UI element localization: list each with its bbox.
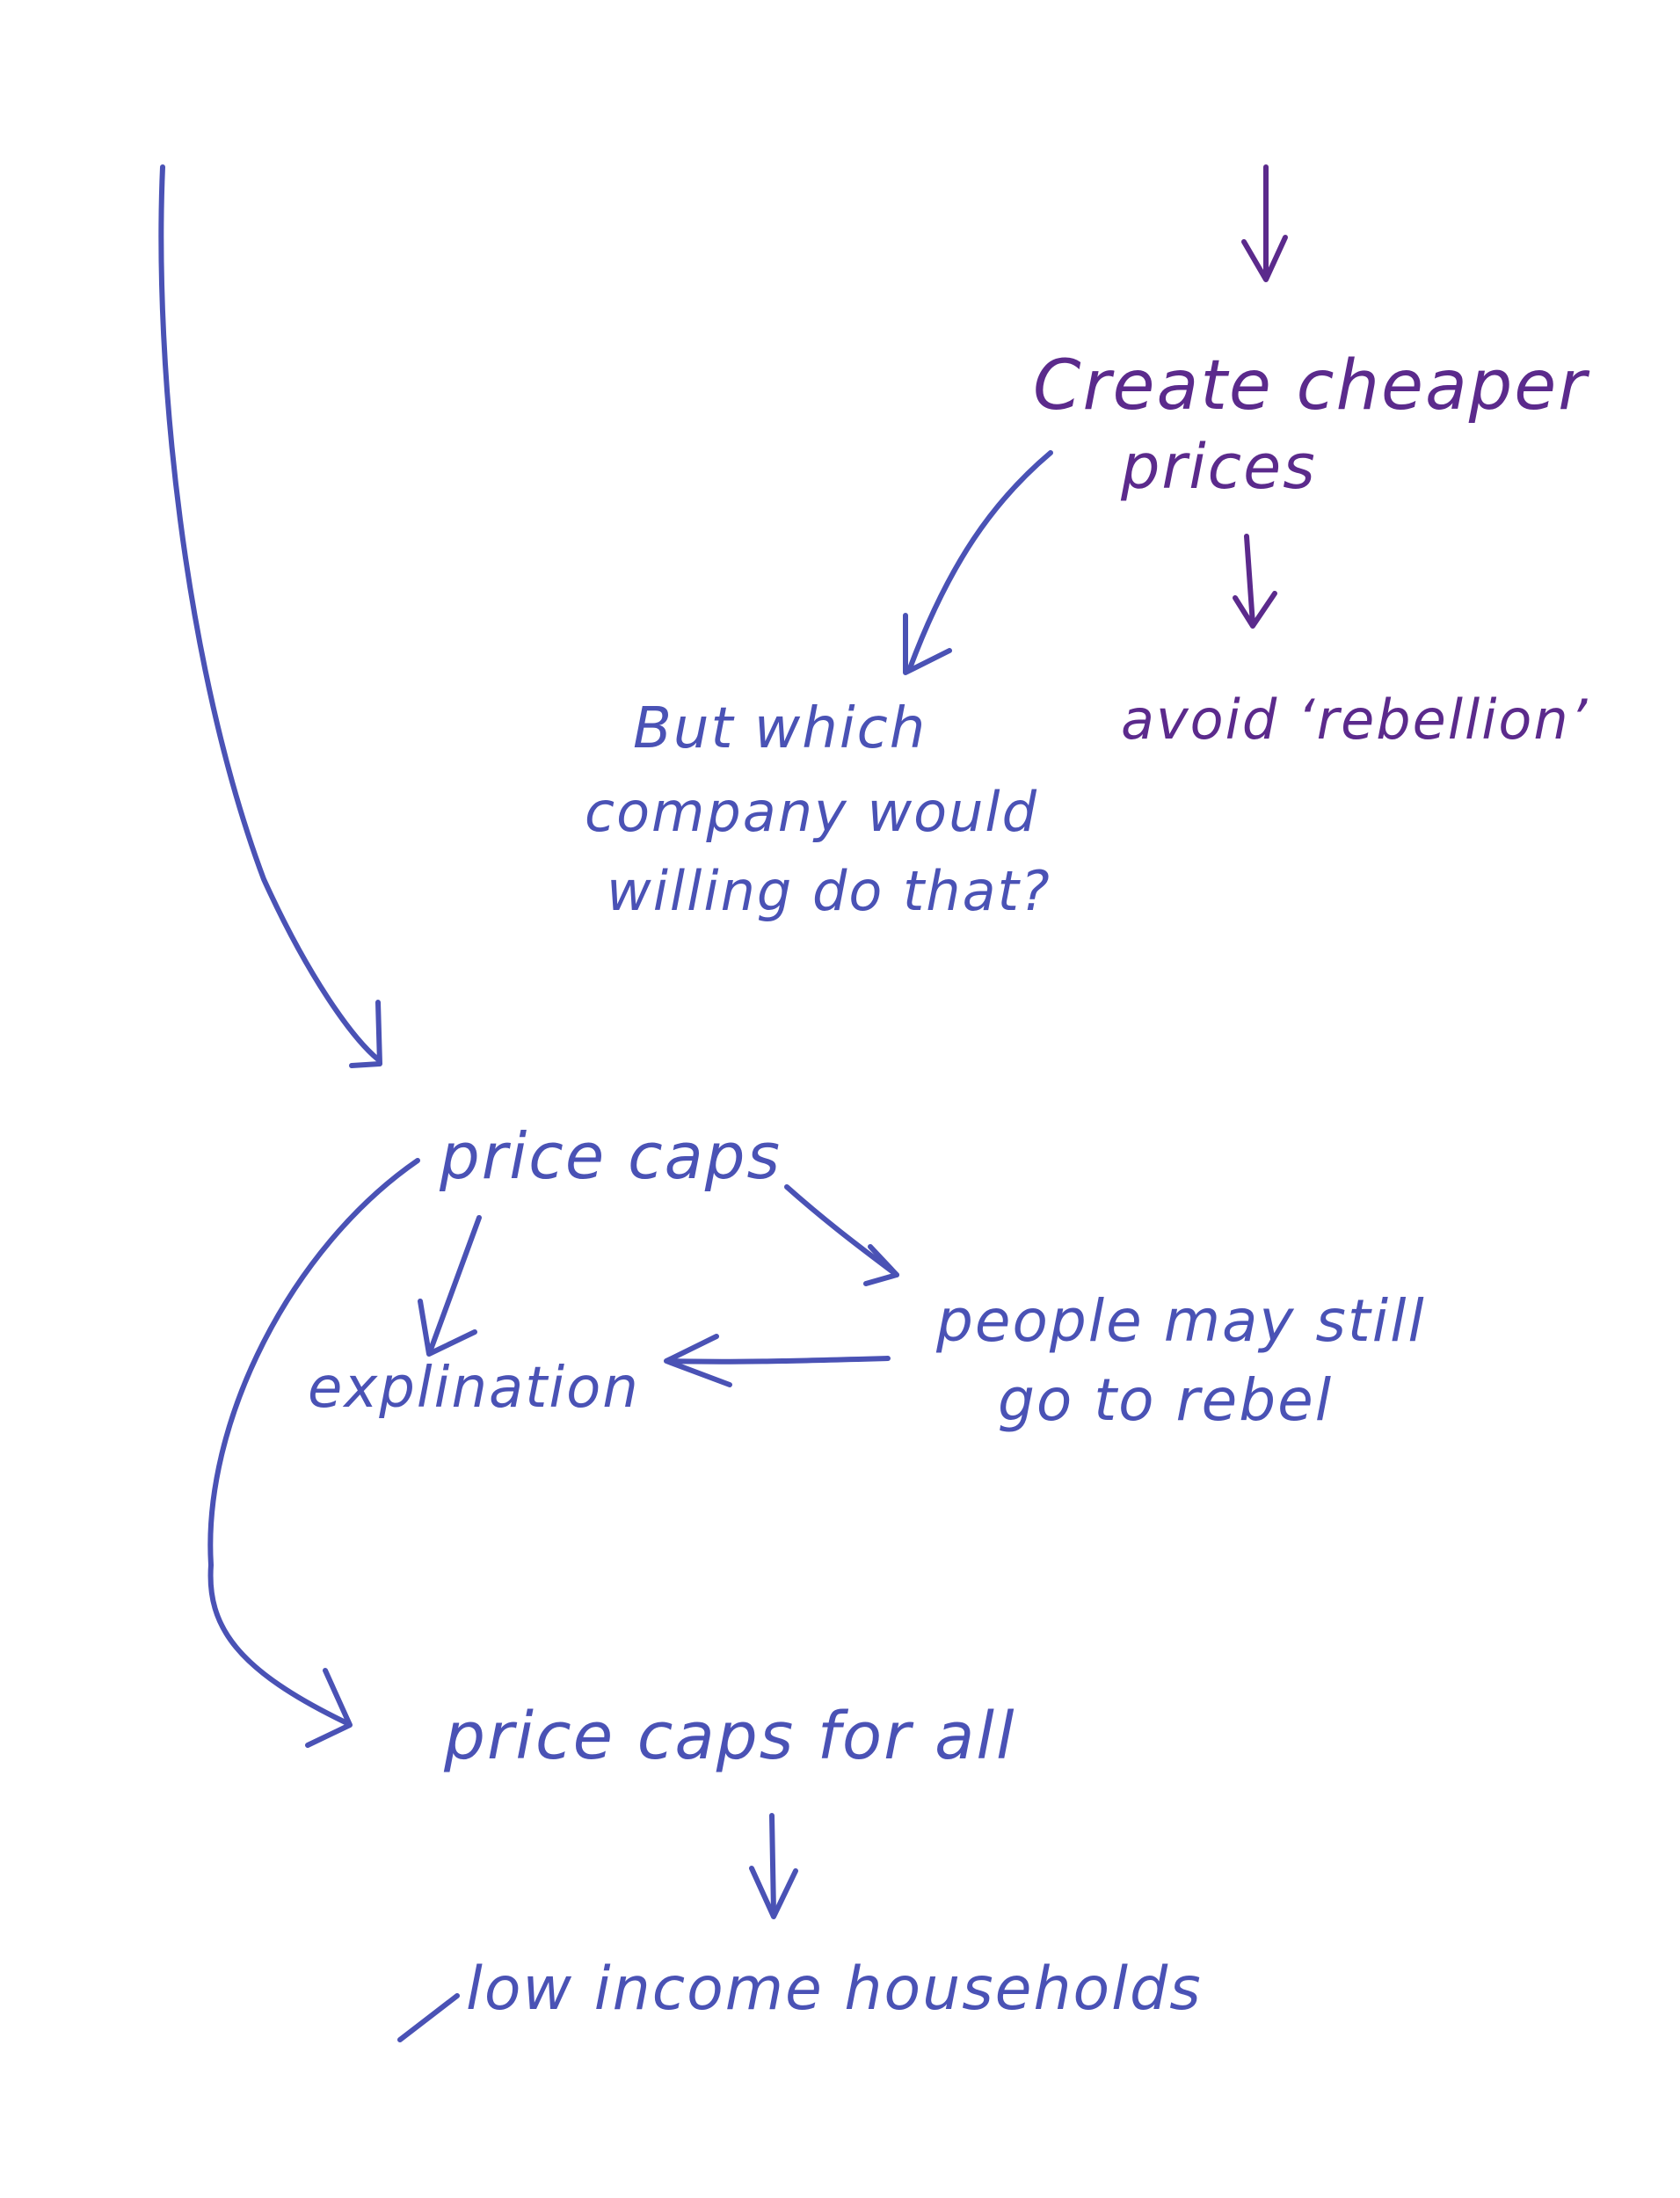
- price-caps-for-all: price caps for all: [443, 1699, 1016, 1774]
- prices-to-avoid-arrow: [1244, 534, 1255, 627]
- explination: explination: [308, 1356, 640, 1421]
- bottom-tick: [397, 1993, 460, 2042]
- but-which-line1: But which: [633, 696, 927, 761]
- people-line2: go to rebel: [998, 1366, 1333, 1434]
- prices-to-avoid-arrowhead: [1233, 591, 1277, 629]
- people-to-explination-arrow: [665, 1356, 891, 1365]
- but-which-line2: company would: [585, 780, 1038, 844]
- create-cheaper-line1: Create cheaper: [1033, 346, 1590, 426]
- top-purple-arrowhead: [1241, 235, 1288, 282]
- labels: Create cheaper prices avoid ‘rebellion’ …: [308, 346, 1590, 2024]
- caps-to-explination-arrow: [428, 1215, 482, 1352]
- create-cheaper-line2: prices: [1120, 431, 1317, 503]
- caps-to-all-arrowhead: [305, 1668, 353, 1748]
- low-income-households: low income households: [466, 1954, 1203, 2024]
- all-to-lowincome-arrow: [769, 1813, 776, 1915]
- long-left-arrow: [158, 164, 381, 1062]
- caps-to-all-curve: [207, 1158, 420, 1726]
- caps-to-people-arrow: [784, 1184, 899, 1277]
- all-to-lowincome-arrowhead: [749, 1866, 798, 1919]
- long-left-arrowhead: [349, 1000, 382, 1068]
- prices-to-company-arrowhead: [903, 613, 952, 675]
- people-to-explination-arrowhead: [664, 1334, 732, 1387]
- avoid-rebellion: avoid ‘rebellion’: [1121, 688, 1589, 752]
- caps-to-people-arrowhead: [863, 1244, 899, 1286]
- caps-to-explination-arrowhead: [418, 1299, 477, 1357]
- but-which-line3: willing do that?: [607, 859, 1051, 923]
- prices-to-company-arrow: [907, 450, 1053, 671]
- connectors: [158, 164, 1288, 2042]
- people-line1: people may still: [935, 1287, 1426, 1355]
- price-caps: price caps: [439, 1119, 782, 1193]
